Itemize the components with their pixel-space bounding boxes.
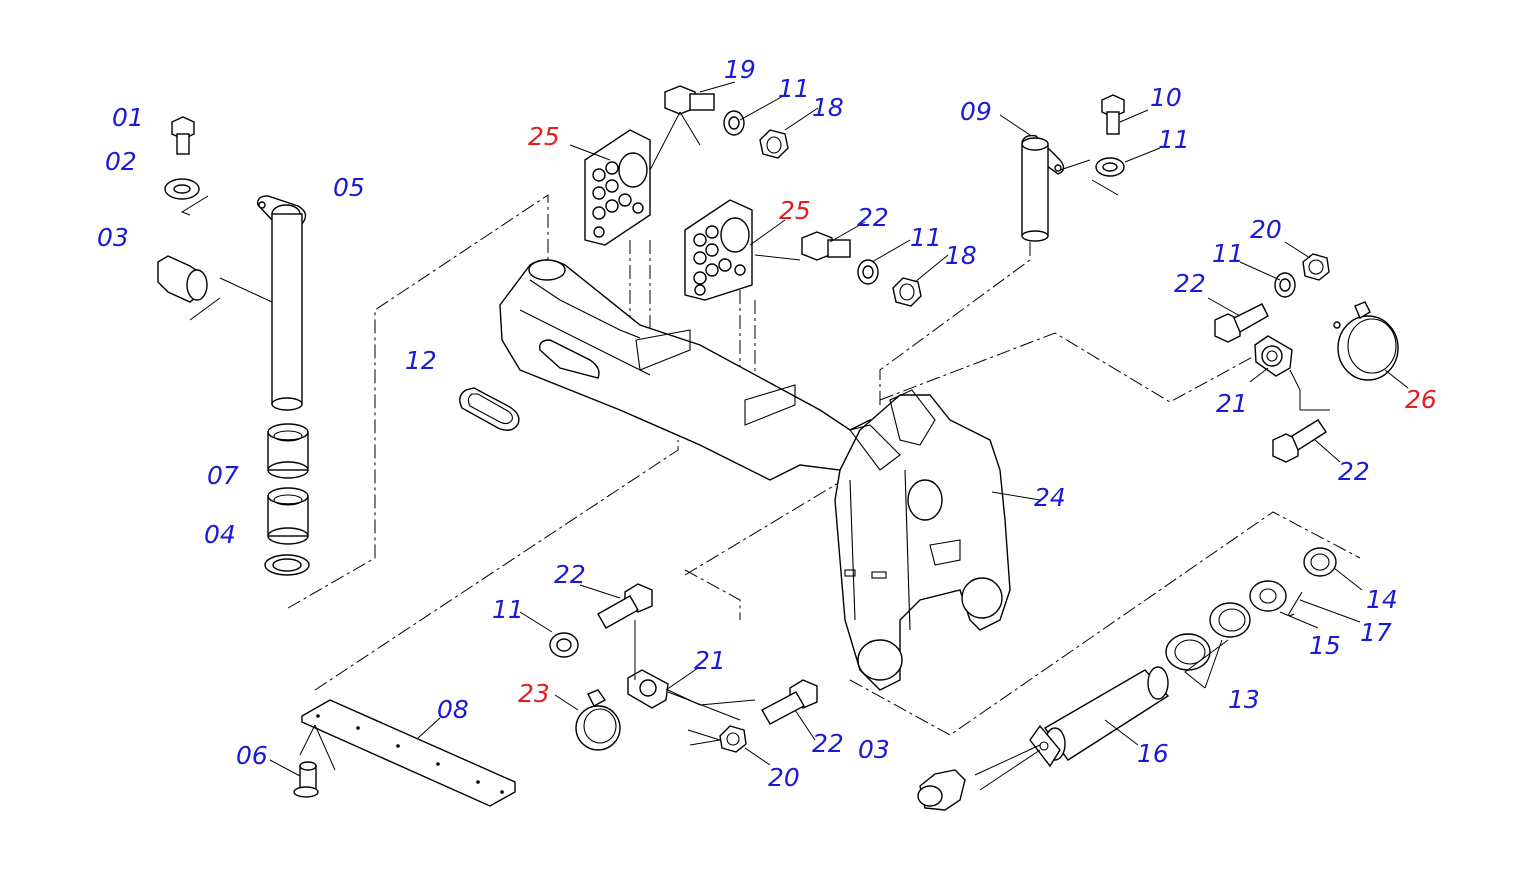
callout-22-lower-left: 22 xyxy=(554,560,586,589)
part-02-washer xyxy=(164,178,200,200)
callout-14: 14 xyxy=(1366,585,1398,614)
callout-21-lower: 21 xyxy=(694,646,726,675)
callout-22-lower-right: 22 xyxy=(812,729,844,758)
part-24-main-arm xyxy=(499,259,1011,691)
part-20-nut-b xyxy=(719,725,747,753)
part-06-pin xyxy=(293,761,319,798)
part-05-pivot-pin xyxy=(257,195,307,411)
part-15-washer xyxy=(1249,580,1287,612)
callout-10: 10 xyxy=(1150,83,1182,112)
callout-20-lower: 20 xyxy=(768,763,800,792)
part-22-bolt-d xyxy=(597,583,653,629)
part-11-washer-d xyxy=(1274,272,1296,298)
callout-07: 07 xyxy=(207,461,239,490)
part-11-washer-a xyxy=(723,110,745,136)
callout-22-right-upper: 22 xyxy=(1174,269,1206,298)
part-20-nut-a xyxy=(1302,253,1330,281)
part-19-bolt xyxy=(664,85,715,115)
part-03-fitting-top xyxy=(157,255,208,303)
part-11-washer-e xyxy=(549,632,579,658)
callout-04: 04 xyxy=(204,520,236,549)
part-25-plate-lower xyxy=(684,199,753,301)
part-22-bolt-c xyxy=(1272,419,1327,463)
part-11-washer-b xyxy=(857,259,879,285)
part-25-plate-upper xyxy=(584,129,651,246)
part-22-bolt-b xyxy=(1214,303,1269,343)
part-04-washer xyxy=(264,554,310,576)
part-07-bushing-lower xyxy=(267,487,309,545)
part-22-bolt-e xyxy=(761,679,818,725)
part-12-oval-seal xyxy=(459,387,520,431)
callout-labels: 01 02 03 05 07 04 12 25 19 11 18 25 22 1… xyxy=(97,55,1437,792)
part-11-washer-c xyxy=(1095,157,1125,177)
callout-22-right-lower: 22 xyxy=(1338,457,1370,486)
part-17-cotter-pin xyxy=(1288,591,1303,617)
callout-16: 16 xyxy=(1137,739,1169,768)
callout-19: 19 xyxy=(724,55,756,84)
callout-01: 01 xyxy=(112,103,144,132)
callout-22-mid: 22 xyxy=(857,203,889,232)
part-21-bracket-a xyxy=(1254,335,1293,377)
callout-25-lower: 25 xyxy=(779,196,811,225)
part-23-hose-clamp xyxy=(575,689,621,751)
callout-18-mid: 18 xyxy=(945,241,977,270)
part-22-bolt-a xyxy=(801,231,851,261)
callout-23: 23 xyxy=(518,679,550,708)
part-09-pin xyxy=(1021,134,1065,242)
callout-13: 13 xyxy=(1228,685,1260,714)
part-07-bushing-upper xyxy=(267,423,309,479)
part-16-cylinder xyxy=(1029,666,1170,768)
assembly-center-lines xyxy=(287,194,1361,736)
part-13-bushing-b xyxy=(1209,602,1251,638)
callout-12: 12 xyxy=(405,346,437,375)
callout-11-right: 11 xyxy=(1212,239,1244,268)
callout-05: 05 xyxy=(333,173,365,202)
part-10-bolt xyxy=(1101,94,1125,135)
callout-17: 17 xyxy=(1360,618,1392,647)
part-01-bolt xyxy=(171,116,195,155)
callout-03-lower: 03 xyxy=(858,735,890,764)
callout-21-right: 21 xyxy=(1216,389,1248,418)
callout-08: 08 xyxy=(437,695,469,724)
part-13-bushing-a xyxy=(1165,633,1211,671)
callout-09: 09 xyxy=(960,97,992,126)
callout-20-right: 20 xyxy=(1250,215,1282,244)
callout-11-right-top: 11 xyxy=(1158,125,1190,154)
callout-03: 03 xyxy=(97,223,129,252)
part-14-retainer xyxy=(1303,547,1337,577)
callout-06: 06 xyxy=(236,741,268,770)
part-18-nut-b xyxy=(892,277,922,307)
callout-15: 15 xyxy=(1309,631,1341,660)
callout-02: 02 xyxy=(105,147,137,176)
callout-11-upper: 11 xyxy=(778,74,810,103)
callout-11-lower-left: 11 xyxy=(492,595,524,624)
callout-25-upper: 25 xyxy=(528,122,560,151)
callout-11-mid: 11 xyxy=(910,223,942,252)
part-21-bracket-b xyxy=(627,669,669,709)
part-08-strip-plate xyxy=(301,699,516,807)
callout-26: 26 xyxy=(1405,385,1437,414)
part-18-nut-a xyxy=(759,129,789,159)
part-26-hose-clamp xyxy=(1333,301,1399,381)
callout-24: 24 xyxy=(1034,483,1066,512)
callout-18-upper: 18 xyxy=(812,93,844,122)
part-03-fitting-bottom xyxy=(917,769,966,811)
